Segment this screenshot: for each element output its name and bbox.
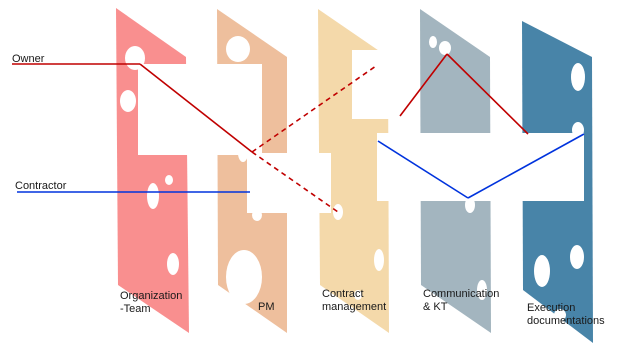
slice-holes [333, 204, 384, 300]
slice-label-communication-kt: Communication & KT [423, 288, 500, 313]
overlay-masks [138, 50, 584, 213]
contractor-label: Contractor [15, 180, 67, 192]
slice-label-contract-management: Contract management [322, 288, 387, 313]
contractor-line [17, 133, 585, 199]
slice-label-pm: PM [258, 301, 275, 313]
owner-label: Owner [12, 53, 45, 65]
slice-label-organization-team: Organization -Team [120, 290, 183, 315]
slice-organization-team [116, 8, 189, 333]
slice-label-execution-documentations: Execution documentations [527, 302, 605, 327]
owner-line [12, 53, 529, 213]
